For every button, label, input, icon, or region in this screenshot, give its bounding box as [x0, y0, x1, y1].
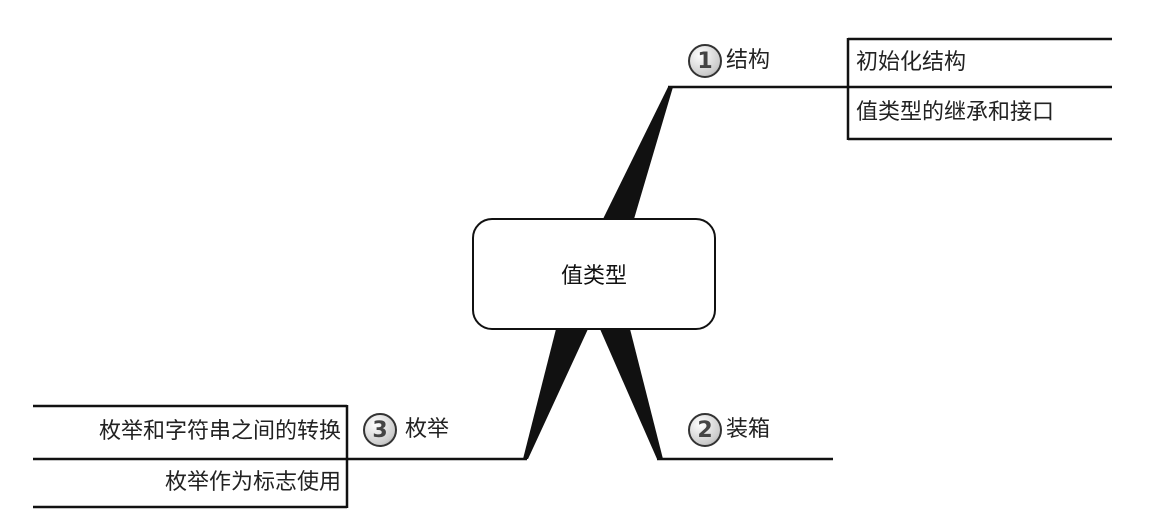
central-topic[interactable]: 值类型 [472, 218, 716, 330]
branch-1-wedge [603, 87, 673, 219]
branch-3-wedge [523, 329, 588, 459]
child-label[interactable]: 初始化结构 [856, 50, 967, 75]
branch-1-label[interactable]: 结构 [726, 48, 771, 73]
number-3-icon: 3 [363, 413, 397, 447]
branch-2-wedge [600, 329, 663, 459]
branch-2-label[interactable]: 装箱 [726, 417, 771, 442]
branch-3-label[interactable]: 枚举 [405, 417, 450, 442]
number-1-icon: 1 [688, 44, 722, 78]
central-topic-label: 值类型 [560, 264, 627, 289]
child-label[interactable]: 值类型的继承和接口 [856, 100, 1055, 125]
child-label[interactable]: 枚举作为标志使用 [164, 470, 341, 495]
child-label[interactable]: 枚举和字符串之间的转换 [98, 419, 341, 444]
number-2-icon: 2 [688, 413, 722, 447]
